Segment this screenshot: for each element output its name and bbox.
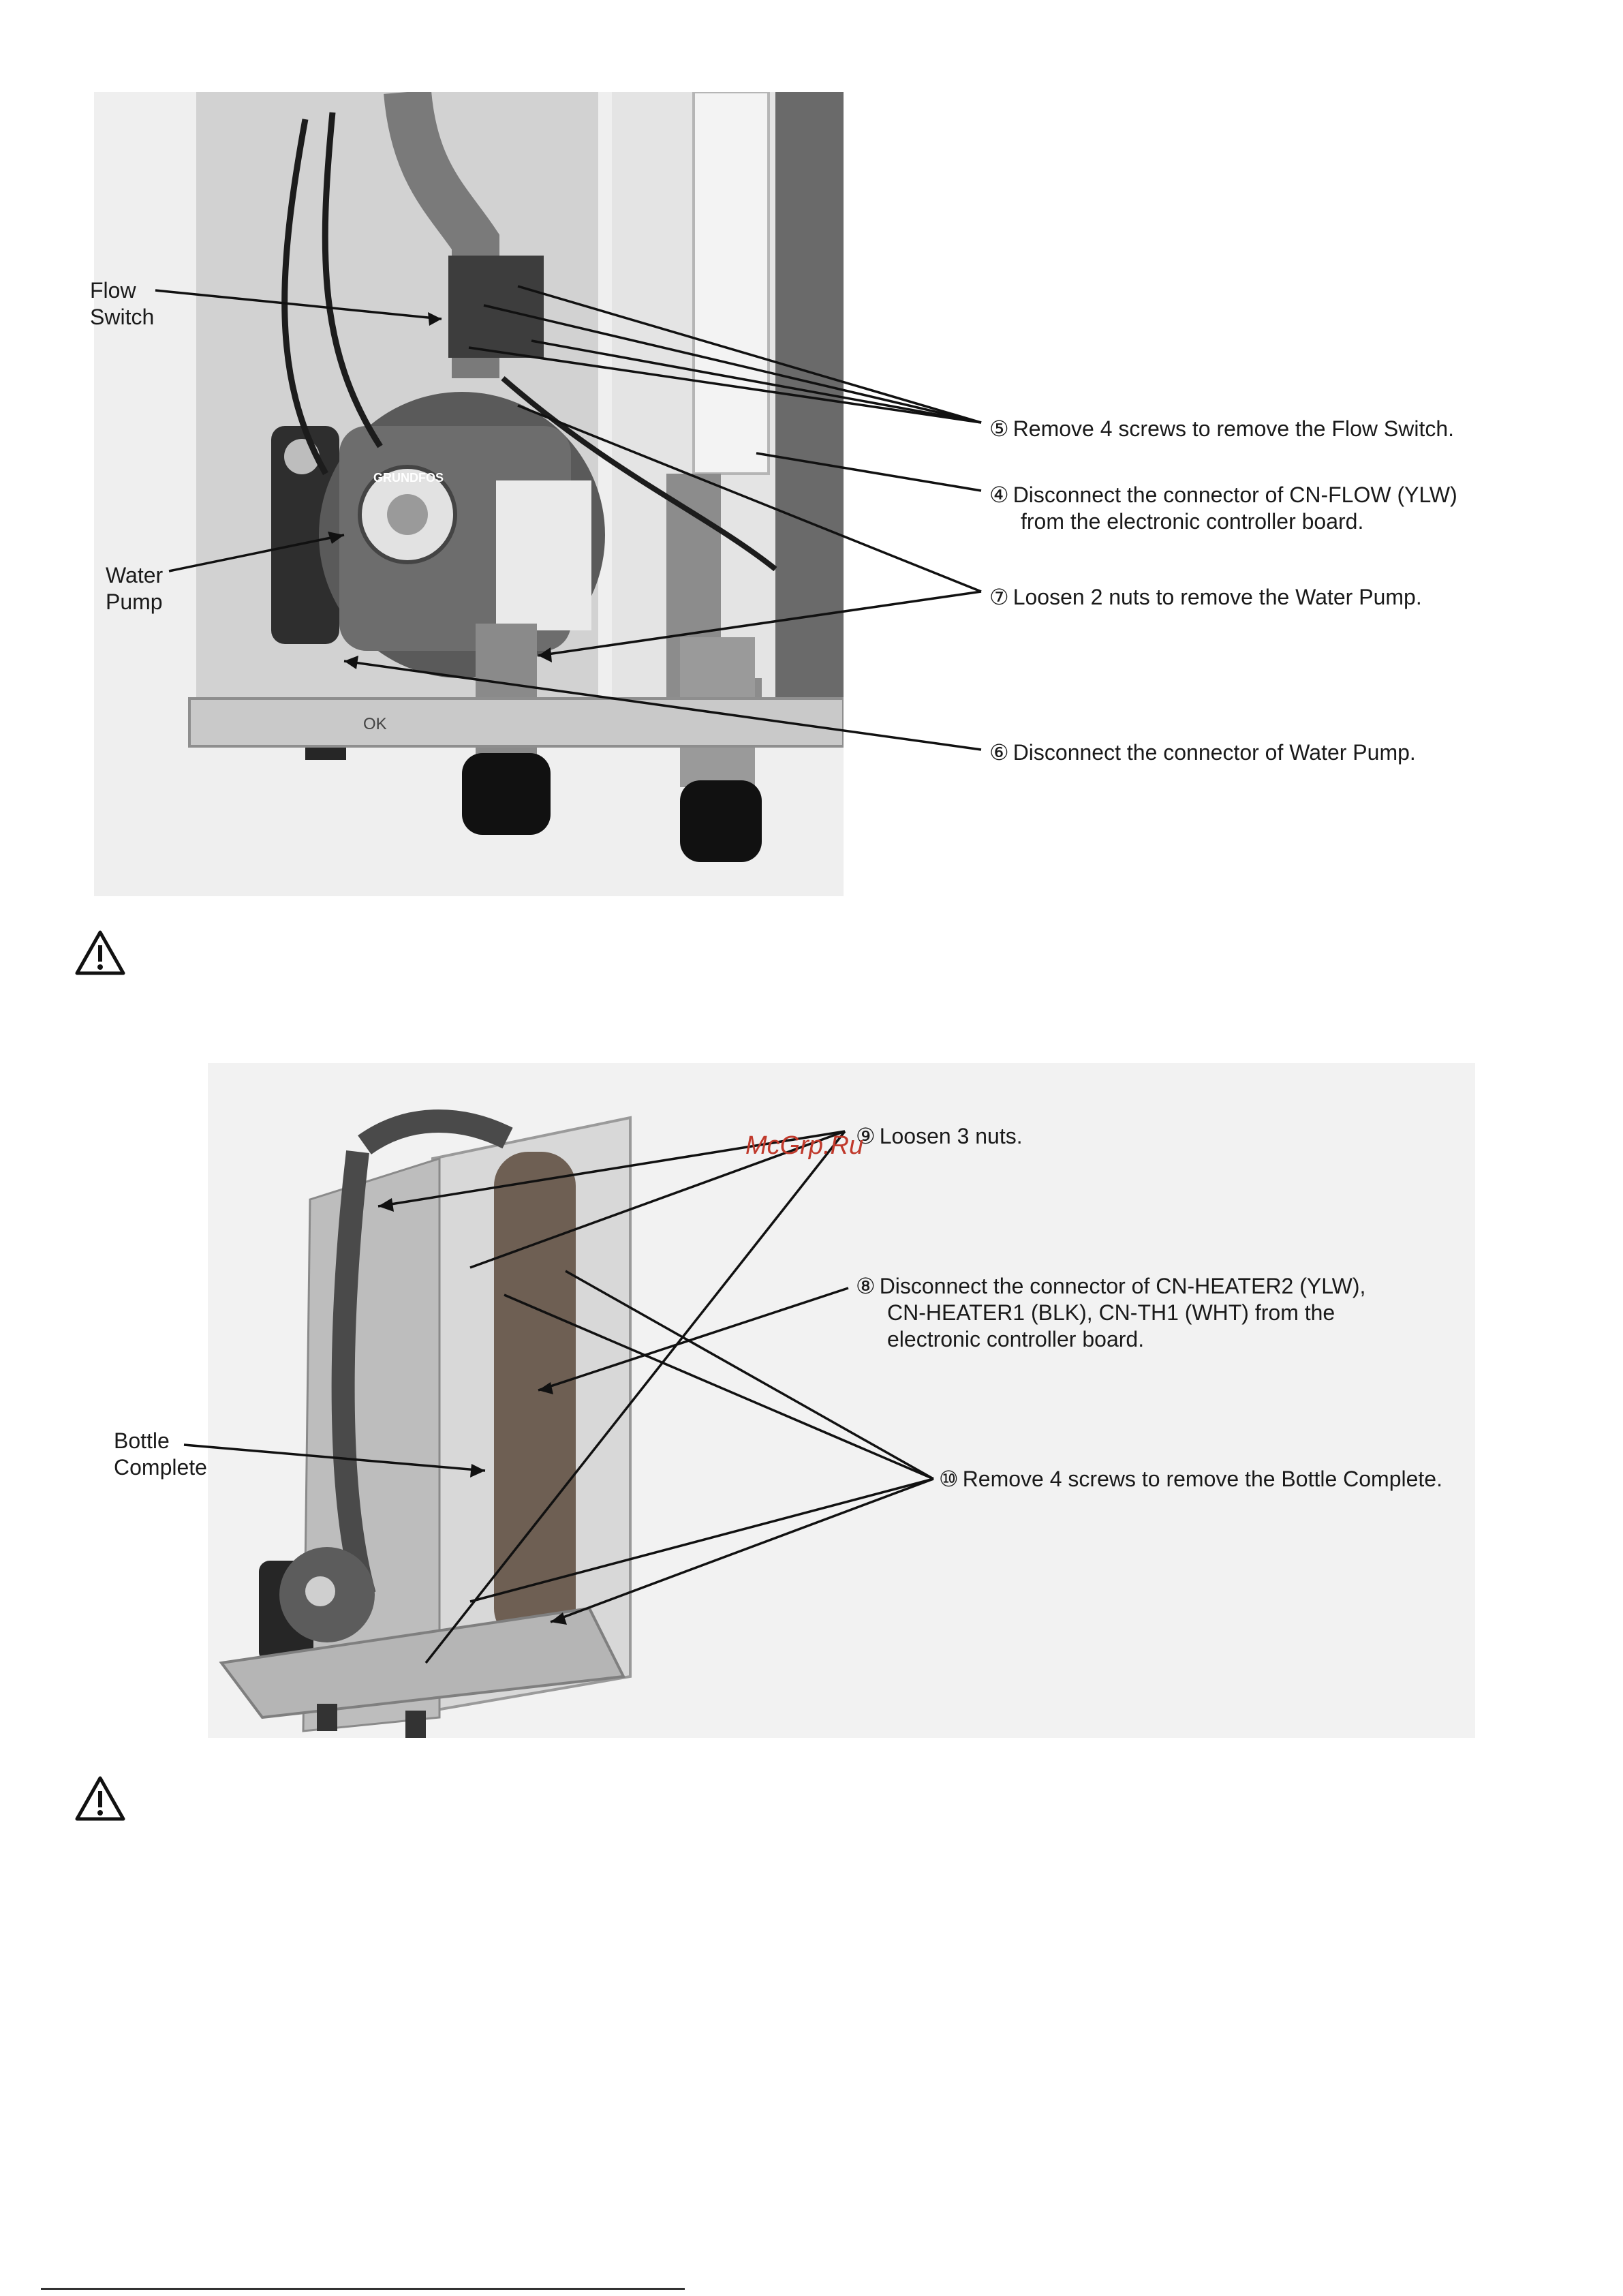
- watermark-text: McGrp.Ru: [745, 1131, 864, 1160]
- tray-mark: OK: [363, 715, 387, 733]
- pump-brand-text: GRUNDFOS: [373, 471, 444, 485]
- flow-switch-label: Flow Switch: [90, 278, 155, 329]
- footer-rule: [41, 2288, 685, 2290]
- unit-interior-illustration: GRUNDFOS OK: [94, 92, 844, 896]
- unit-assembly-illustration: [208, 1063, 1475, 1738]
- flow-switch-pump-photo: GRUNDFOS OK: [94, 92, 844, 896]
- caution-icon: [75, 930, 125, 975]
- water-pump-label: Water Pump: [106, 563, 164, 614]
- bottle-complete-photo: [208, 1063, 1475, 1738]
- caution-icon: [75, 1776, 125, 1821]
- bottle-complete-label: Bottle Complete: [114, 1428, 207, 1480]
